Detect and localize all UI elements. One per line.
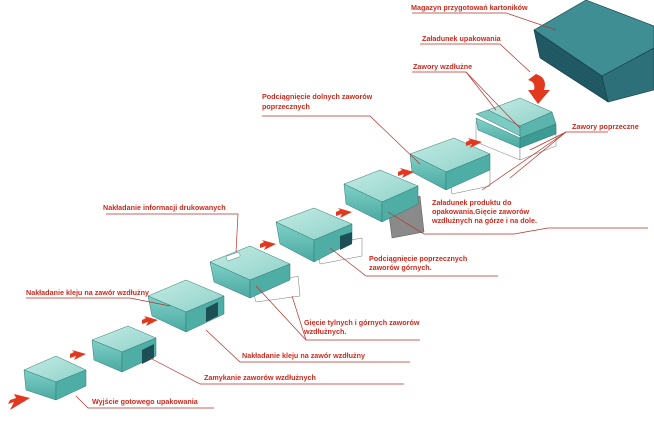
station-3-carton [343,169,425,239]
station-7-carton [91,325,157,373]
carton-magazine [533,0,654,103]
flow-arrow-exit [8,394,30,410]
label-podciagniecie-gornych-2: zaworów górnych. [369,263,432,272]
flow-arrows [8,138,482,410]
label-podciagniecie-dolnych-1: Podciągnięcie dolnych zaworów [262,92,373,101]
station-6-carton [147,279,225,333]
label-giecie-1: Gięcie tylnych i górnych zaworów [304,318,420,327]
flow-arrow-2 [398,168,414,178]
label-podciagniecie-gornych-1: Podciągnięcie poprzecznych [369,254,467,263]
label-wyjscie: Wyjście gotowego upakowania [92,397,199,406]
label-zaladunek-produktu-3: wzdłużnych na górze i na dole. [431,216,537,225]
station-8-finished-pack [23,355,87,401]
label-zaladunek-produktu-1: Załadunek produktu do [432,198,512,207]
station-5-carton [209,245,301,303]
label-zawory-wzdluzne: Zawory wzdłużne [413,62,472,71]
label-nakladanie-kleju-1: Nakładanie kleju na zawór wzdłużny [26,288,149,297]
flow-arrow-6 [70,350,86,360]
feed-arrow [528,74,550,104]
label-zamykanie: Zamykanie zaworów wzdłużnych [204,373,316,382]
label-zawory-poprzeczne: Zawory poprzeczne [572,122,639,131]
flow-arrow-4 [260,240,276,250]
station-2-carton [409,137,491,195]
flow-arrow-5 [142,316,158,326]
station-4-carton [275,207,363,265]
label-podciagniecie-dolnych-2: poprzecznych [262,102,310,111]
leader-lines [26,12,648,409]
flow-arrow-3 [336,208,352,218]
label-magazyn: Magazyn przygotowań kartoników [411,3,528,12]
label-giecie-2: wzdłużnych. [303,327,346,336]
label-nakladanie-informacji: Nakładanie informacji drukowanych [103,203,226,212]
flow-arrow-1 [466,138,482,148]
label-zaladunek-produktu-2: opakowania.Gięcie zaworów [432,207,529,216]
label-nakladanie-kleju-2: Nakładanie kleju na zawór wzdłużny [242,351,365,360]
label-zaladunek-upakowania: Załadunek upakowania [422,34,502,43]
station-1-carton [475,97,557,161]
